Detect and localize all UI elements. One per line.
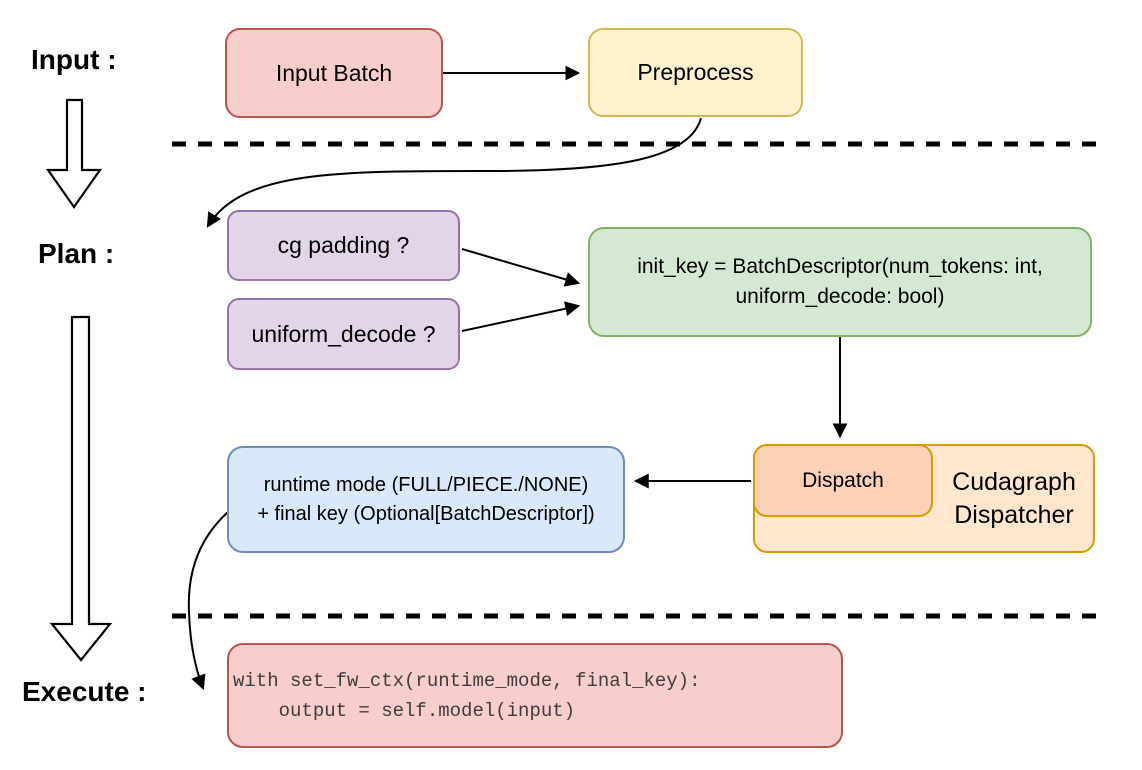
node-preprocess-label: Preprocess — [637, 59, 754, 85]
node-cudagraph-dispatcher-label: Cudagraph Dispatcher — [928, 466, 1100, 532]
node-execute-code: with set_fw_ctx(runtime_mode, final_key)… — [227, 643, 843, 748]
node-input-batch-label: Input Batch — [275, 59, 393, 86]
edge-uniformdecode-initkey — [461, 301, 581, 332]
edge-preprocess-cgpadding — [206, 117, 702, 228]
plan-to-execute-arrow-icon — [49, 315, 113, 662]
stage-label-plan: Plan : — [38, 238, 115, 269]
node-init-key-line2: uniform_decode: bool) — [735, 285, 945, 308]
node-runtime-mode: runtime mode (FULL/PIECE./NONE) + final … — [227, 446, 625, 553]
cudagraph-label-line2: Dispatcher — [954, 501, 1074, 529]
node-uniform-decode-label: uniform_decode ? — [251, 320, 436, 347]
node-cg-padding-label: cg padding ? — [277, 232, 410, 258]
edge-cgpadding-initkey — [461, 248, 581, 287]
node-init-key: init_key = BatchDescriptor(num_tokens: i… — [588, 227, 1092, 337]
execute-code-line2: output = self.model(input) — [233, 699, 576, 722]
input-to-plan-arrow-icon — [45, 98, 103, 209]
node-runtime-mode-line2: + final key (Optional[BatchDescriptor]) — [257, 502, 595, 525]
stage-label-execute: Execute : — [22, 676, 147, 707]
node-preprocess: Preprocess — [588, 28, 803, 117]
node-cg-padding: cg padding ? — [227, 210, 460, 281]
node-input-batch: Input Batch — [225, 28, 443, 118]
edge-runtimemode-executecode — [187, 499, 244, 691]
node-dispatch-label: Dispatch — [802, 468, 884, 492]
node-runtime-mode-line1: runtime mode (FULL/PIECE./NONE) — [263, 473, 589, 496]
node-uniform-decode: uniform_decode ? — [227, 298, 460, 370]
node-init-key-line1: init_key = BatchDescriptor(num_tokens: i… — [637, 255, 1043, 278]
stage-label-input: Input : — [31, 44, 117, 75]
execute-code-line1: with set_fw_ctx(runtime_mode, final_key)… — [233, 669, 701, 692]
node-dispatch: Dispatch — [753, 444, 933, 517]
cudagraph-label-line1: Cudagraph — [952, 468, 1076, 496]
